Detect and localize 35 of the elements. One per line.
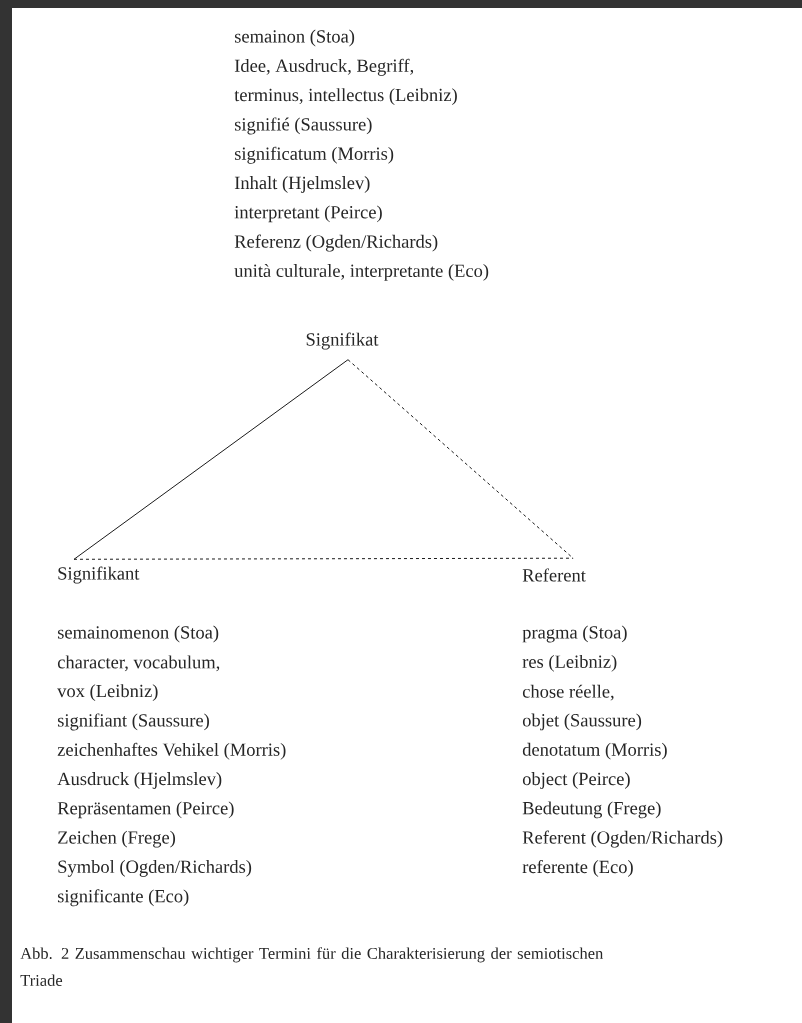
term-line: zeichenhaftes Vehikel (Morris) bbox=[57, 742, 286, 760]
term-line: object (Peirce) bbox=[522, 772, 630, 789]
term-line: semainomenon (Stoa) bbox=[57, 625, 219, 643]
term-line: signifiant (Saussure) bbox=[57, 713, 209, 731]
triangle-side bbox=[347, 359, 574, 559]
term-line: Referent (Ogden/Richards) bbox=[522, 830, 723, 848]
term-line: chose réelle, bbox=[522, 684, 614, 701]
term-line: Inhalt (Hjelmslev) bbox=[234, 176, 370, 193]
term-line: pragma (Stoa) bbox=[522, 625, 627, 643]
term-line: character, vocabulum, bbox=[57, 655, 220, 672]
term-line: Bedeutung (Frege) bbox=[522, 801, 661, 819]
vertex-label: Referent bbox=[522, 568, 586, 582]
term-line: Ausdruck (Hjelmslev) bbox=[57, 772, 222, 789]
term-line: semainon (Stoa) bbox=[234, 29, 355, 47]
term-line: Symbol (Ogden/Richards) bbox=[58, 860, 252, 877]
triangle-side bbox=[73, 359, 349, 560]
term-line: objet (Saussure) bbox=[522, 713, 642, 731]
triangle-side bbox=[73, 557, 574, 560]
term-line: referente (Eco) bbox=[522, 859, 633, 877]
caption: Abb. 2 Zusammenschau wichtiger Termini für die Charakterisierung der semiotischen Triade bbox=[20, 947, 604, 986]
term-line: Referenz (Ogden/Richards) bbox=[234, 234, 438, 252]
term-line: res (Leibniz) bbox=[522, 654, 617, 672]
term-line: vox (Leibniz) bbox=[57, 684, 158, 701]
term-line: Idee, Ausdruck, Begriff, bbox=[234, 58, 413, 76]
term-line: significatum (Morris) bbox=[234, 146, 394, 164]
term-line: terminus, intellectus (Leibniz) bbox=[234, 88, 457, 105]
term-line: Zeichen (Frege) bbox=[58, 830, 176, 848]
term-line: denotatum (Morris) bbox=[522, 742, 667, 760]
vertex-label: Signifikat bbox=[306, 332, 379, 350]
term-line: signifié (Saussure) bbox=[234, 117, 372, 135]
term-line: significante (Eco) bbox=[57, 889, 189, 907]
term-line: interpretant (Peirce) bbox=[234, 205, 382, 223]
vertex-label: Signifikant bbox=[58, 566, 140, 584]
term-line: unità culturale, interpretante (Eco) bbox=[234, 264, 489, 281]
term-line: Repräsentamen (Peirce) bbox=[57, 801, 234, 819]
